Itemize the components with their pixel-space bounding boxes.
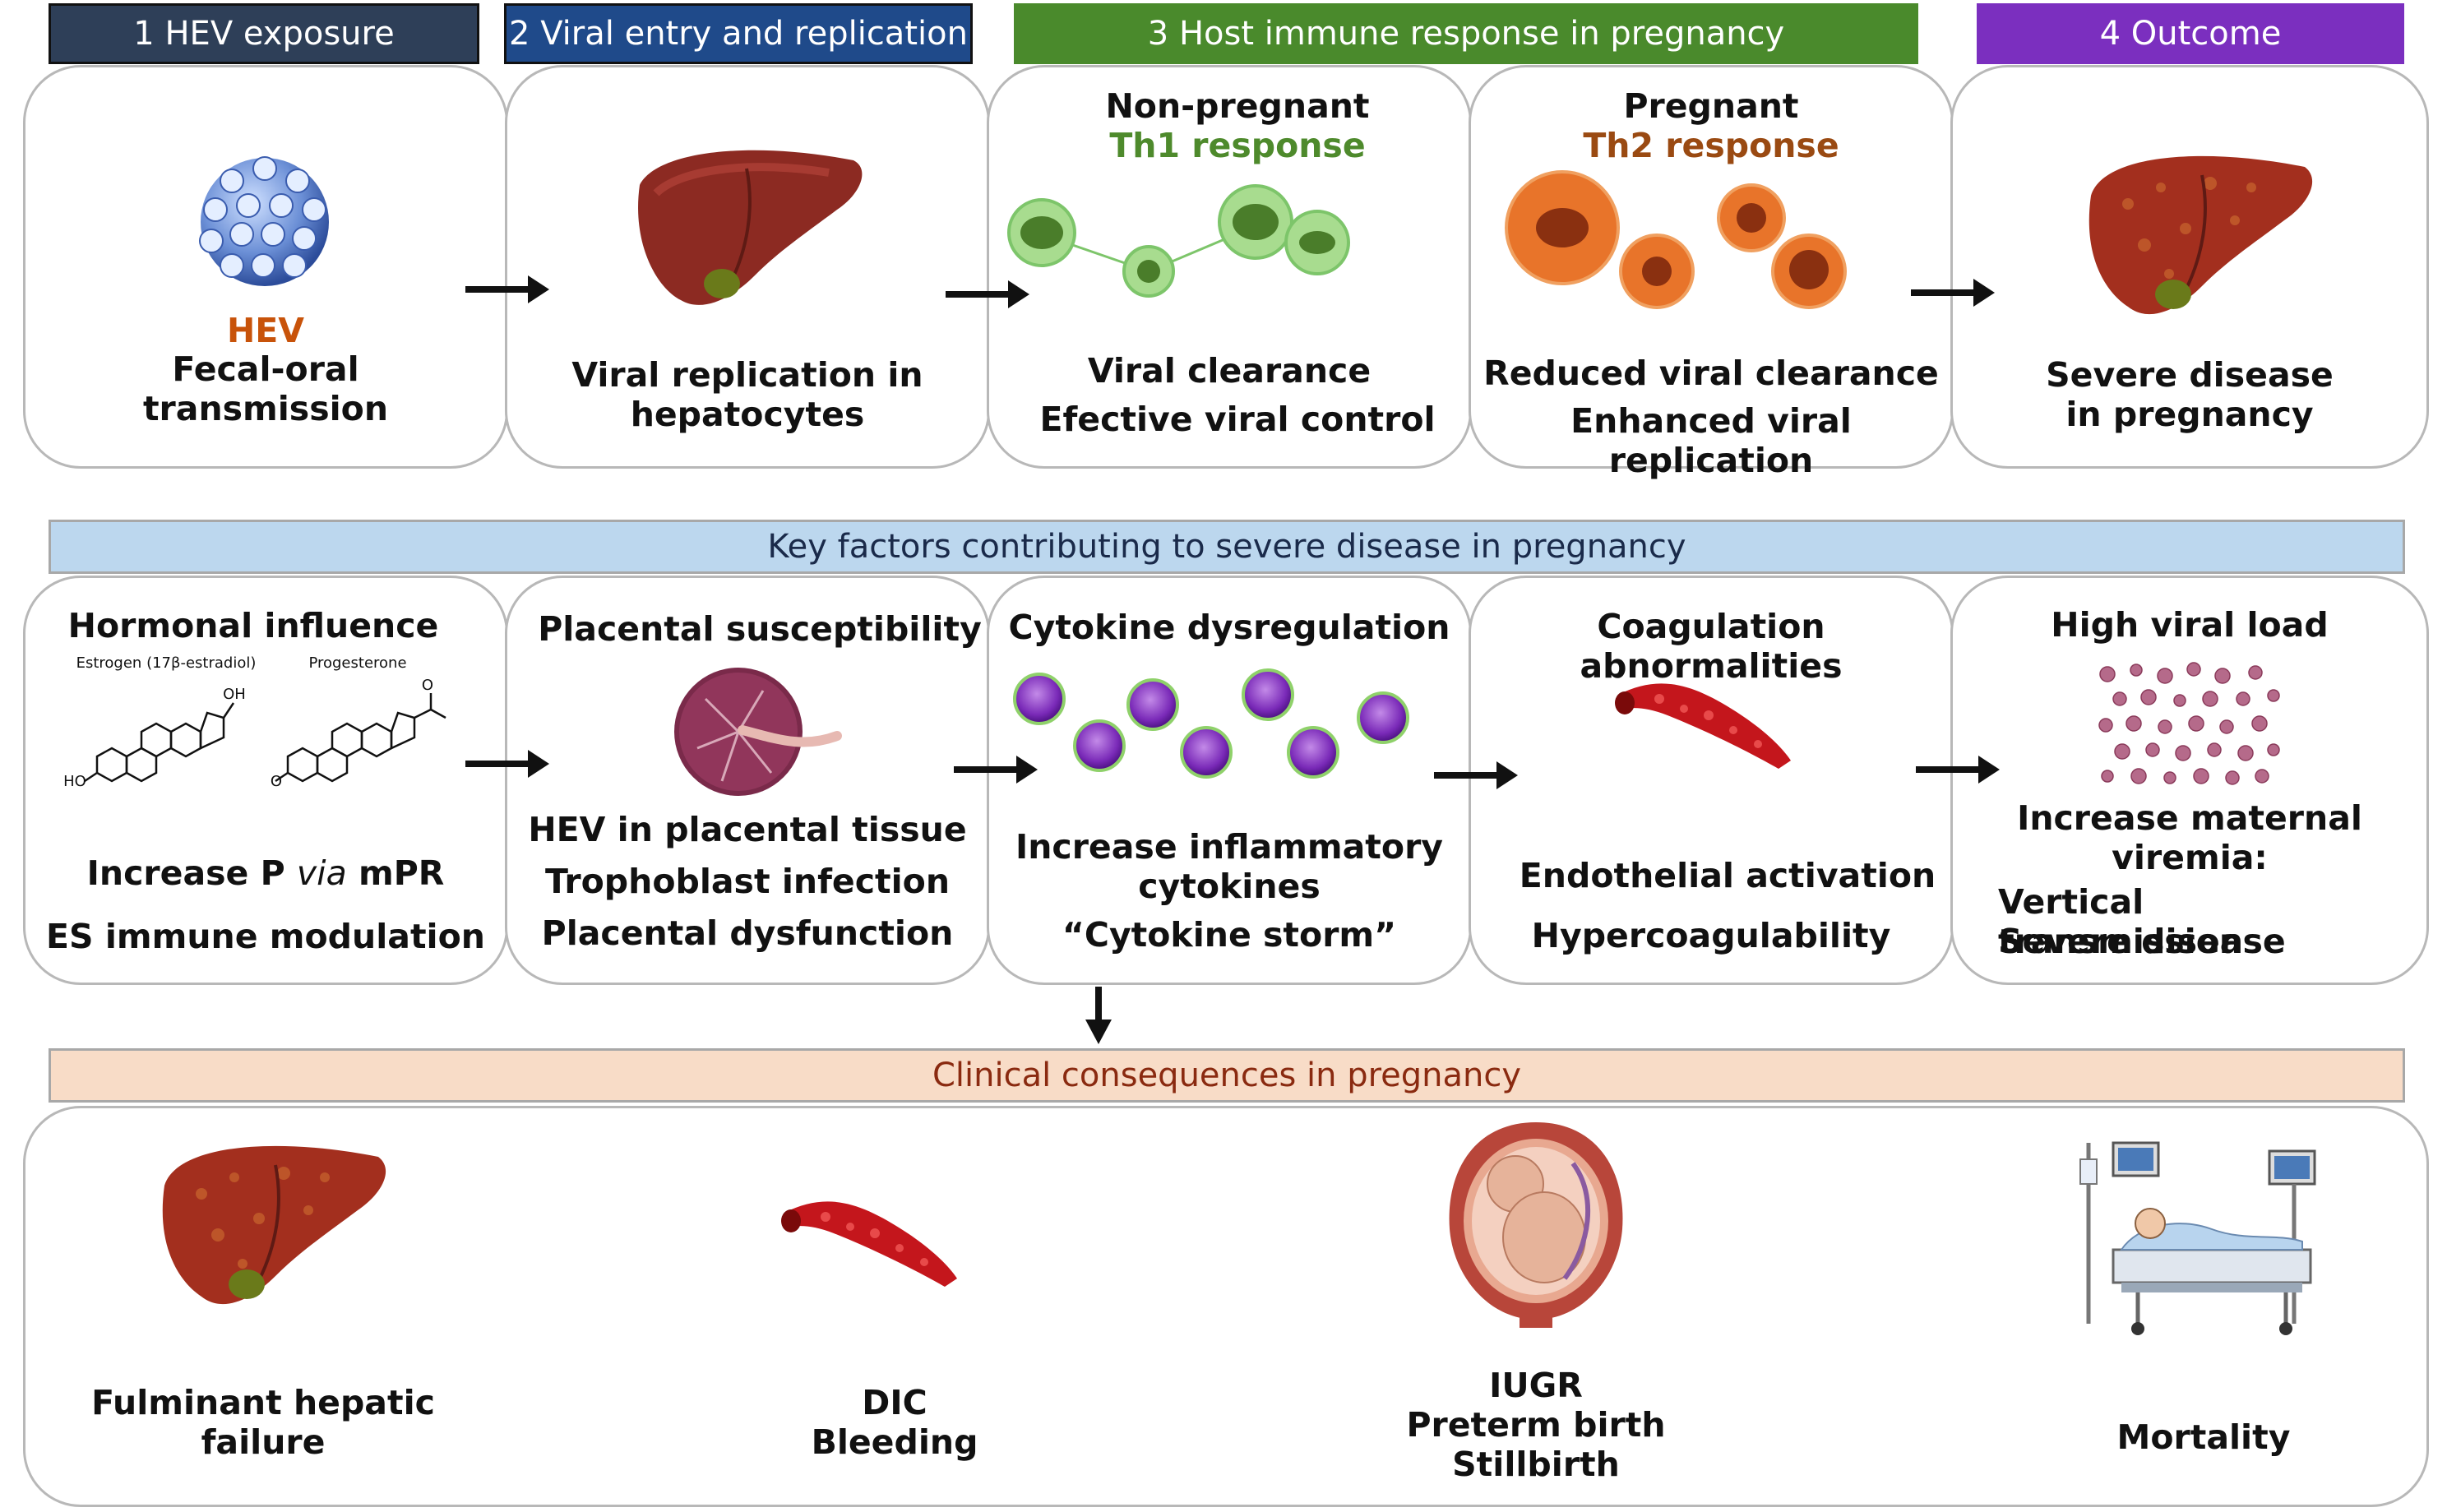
- pregnant-line2: Enhanced viral replication: [1570, 401, 1852, 481]
- hev-virus-icon: [199, 156, 329, 286]
- viral-load-line4: Severe disease: [1998, 922, 2286, 961]
- hepatic-line2: failure: [201, 1422, 326, 1462]
- progesterone-o2-label: O: [270, 773, 283, 790]
- estrogen-oh-label: OH: [223, 686, 246, 703]
- outcome-line1: Severe disease: [2046, 355, 2334, 395]
- placental-line1: HEV in placental tissue: [528, 810, 967, 849]
- outcome-line2: in pregnancy: [2065, 395, 2314, 434]
- placental-line3: Placental dysfunction: [541, 913, 954, 953]
- estrogen-structure-icon: [84, 702, 235, 783]
- dic-line1: DIC: [862, 1383, 927, 1422]
- diseased-liver-icon: [2089, 155, 2313, 315]
- coagulation-title: Coagulation abnormalities: [1580, 607, 1843, 687]
- stage-header-4-label: 4 Outcome: [2099, 15, 2282, 53]
- hev-label: HEV: [226, 311, 305, 350]
- exposure-line1: Fecal-oral: [172, 349, 359, 389]
- panel-consequences: [23, 1106, 2429, 1507]
- th2-cells-icon: [1505, 170, 1847, 309]
- cytokine-line1: Increase inflammatory: [1015, 827, 1444, 867]
- panel-non-pregnant: [987, 65, 1472, 469]
- mortality-line1: Mortality: [2116, 1417, 2291, 1457]
- viral-load-line2: viremia:: [2112, 838, 2268, 877]
- cytokine-line3: “Cytokine storm”: [1062, 915, 1397, 955]
- coagulation-line2: Hypercoagulability: [1531, 916, 1891, 955]
- th1-response-label: Th1 response: [1109, 126, 1366, 165]
- estrogen-label: Estrogen (17β-estradiol): [76, 654, 257, 672]
- key-factors-header: Key factors contributing to severe disea…: [49, 520, 2405, 574]
- replication-line1: Viral replication in: [571, 355, 923, 395]
- blood-vessel-icon: [1615, 683, 1791, 769]
- th1-cells-icon: [1007, 184, 1350, 298]
- failing-liver-icon: [162, 1145, 386, 1305]
- non-pregnant-line2: Efective viral control: [1039, 400, 1436, 439]
- stage-header-2-label: 2 Viral entry and replication: [509, 15, 968, 53]
- progesterone-structure-icon: [275, 693, 446, 783]
- cytokine-cells-icon: [1013, 668, 1409, 779]
- iugr-line1: IUGR: [1489, 1366, 1583, 1405]
- panel-viral-load: [1950, 576, 2429, 985]
- arrow-replication-to-immune: [946, 280, 1029, 308]
- icu-bed-icon: [2079, 1141, 2316, 1335]
- pregnant-line1: Reduced viral clearance: [1483, 354, 1939, 393]
- stage-header-2: 2 Viral entry and replication: [504, 3, 973, 64]
- fetus-uterus-icon: [1449, 1122, 1623, 1328]
- iugr-line2: Preterm birth: [1406, 1405, 1666, 1445]
- consequences-header-label: Clinical consequences in pregnancy: [932, 1057, 1522, 1094]
- liver-icon: [638, 150, 863, 305]
- stage-header-1: 1 HEV exposure: [49, 3, 479, 64]
- consequences-header: Clinical consequences in pregnancy: [49, 1048, 2405, 1103]
- bleeding-vessel-icon: [781, 1201, 957, 1287]
- arrow-coagulation-to-viral-load: [1916, 756, 2000, 784]
- viral-load-line3: Vertical transmission: [1998, 882, 2244, 962]
- key-factors-header-label: Key factors contributing to severe disea…: [767, 528, 1686, 566]
- placental-line2: Trophoblast infection: [544, 862, 951, 901]
- progesterone-o-label: O: [421, 677, 434, 694]
- arrow-placental-to-cytokine: [954, 756, 1038, 784]
- iugr-line3: Stillbirth: [1452, 1445, 1620, 1484]
- th2-response-label: Th2 response: [1583, 126, 1839, 165]
- arrow-hormonal-to-placental: [465, 750, 549, 778]
- non-pregnant-line1: Viral clearance: [1087, 351, 1372, 391]
- dic-line2: Bleeding: [811, 1422, 978, 1462]
- hepatic-line1: Fulminant hepatic: [91, 1383, 435, 1422]
- viral-load-title: High viral load: [2051, 605, 2329, 645]
- hormonal-line1-a: Increase P: [86, 853, 297, 893]
- arrow-exposure-to-replication: [465, 275, 549, 303]
- arrow-immune-to-outcome: [1911, 279, 1995, 307]
- arrow-down-to-consequences: [1085, 987, 1112, 1044]
- hormonal-line1-via: via: [296, 853, 347, 893]
- stage-header-3: 3 Host immune response in pregnancy: [1014, 3, 1918, 64]
- stage-header-1-label: 1 HEV exposure: [133, 15, 395, 53]
- non-pregnant-title: Non-pregnant: [1105, 86, 1370, 126]
- hormonal-line1: Increase P via mPR: [23, 853, 508, 893]
- progesterone-label: Progesterone: [308, 654, 407, 672]
- arrow-cytokine-to-coagulation: [1434, 761, 1518, 789]
- placental-title: Placental susceptibility: [538, 609, 982, 649]
- stage-header-3-label: 3 Host immune response in pregnancy: [1147, 15, 1785, 53]
- hormonal-title: Hormonal influence: [67, 606, 439, 645]
- placenta-icon: [674, 668, 842, 796]
- panel-coagulation: [1469, 576, 1954, 985]
- virus-particles-icon: [2098, 662, 2280, 785]
- panel-hormonal: [23, 576, 508, 985]
- coagulation-line1: Endothelial activation: [1519, 856, 1936, 895]
- cytokine-line2: cytokines: [1138, 867, 1321, 906]
- pregnant-title: Pregnant: [1623, 86, 1799, 126]
- stage-header-4: 4 Outcome: [1977, 3, 2404, 64]
- exposure-line2: transmission: [142, 389, 389, 428]
- cytokine-title: Cytokine dysregulation: [1008, 608, 1450, 647]
- replication-line2: hepatocytes: [630, 395, 865, 434]
- panel-cytokine: [987, 576, 1472, 985]
- hormonal-line1-c: mPR: [346, 853, 445, 893]
- viral-load-line1: Increase maternal: [2017, 798, 2362, 838]
- estrogen-ho-label: HO: [63, 773, 86, 790]
- hormonal-line2: ES immune modulation: [46, 917, 485, 956]
